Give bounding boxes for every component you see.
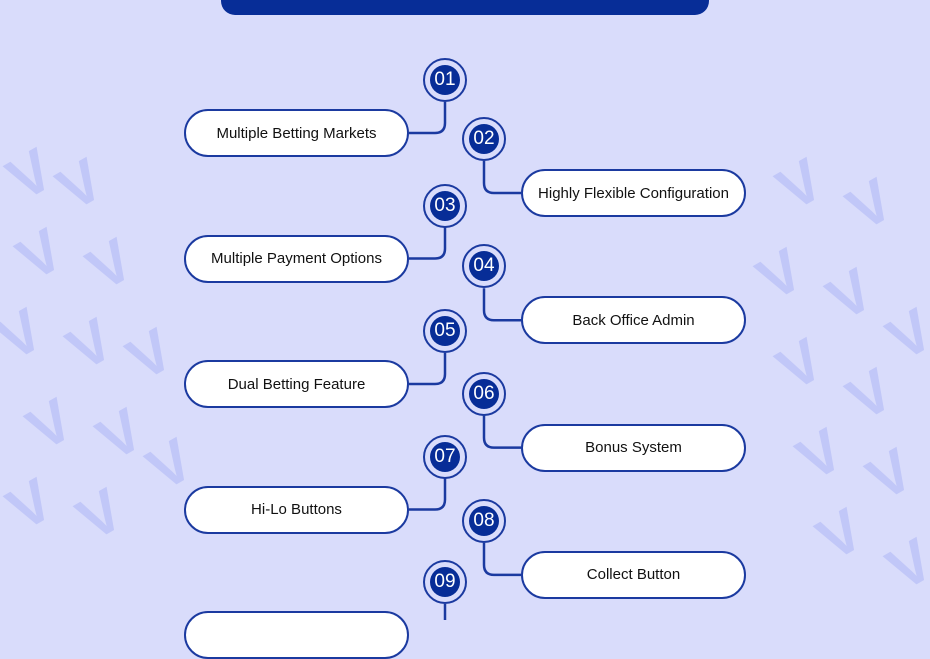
feature-label: Multiple Payment Options (211, 250, 382, 267)
step-number-badge: 06 (462, 371, 506, 416)
connector-line (409, 227, 447, 260)
connector-line (409, 353, 447, 386)
feature-label-pill: Collect Button (521, 550, 746, 599)
connector-line (409, 102, 447, 135)
connector-line (482, 542, 521, 577)
feature-label: Multiple Betting Markets (216, 124, 377, 142)
step-number-badge: 07 (423, 434, 467, 479)
feature-label-pill: Hi-Lo Buttons (184, 485, 409, 534)
feature-label: Highly Flexible Configuration (538, 184, 729, 202)
step-number: 02 (469, 124, 499, 154)
step-number-badge: 08 (462, 498, 506, 543)
step-number: 03 (430, 190, 460, 221)
feature-label-pill: Dual Betting Feature (184, 360, 409, 408)
feature-label-pill: Highly Flexible Configuration (521, 169, 746, 217)
feature-label: Dual Betting Feature (227, 375, 366, 393)
header-banner (221, 0, 709, 15)
feature-label-pill: Multiple Payment Options (184, 234, 409, 283)
step-number-badge: 09 (423, 560, 467, 604)
feature-label: Collect Button (586, 566, 681, 584)
step-number-badge: 02 (462, 117, 506, 161)
feature-label: Bonus System (585, 439, 682, 457)
step-number-badge: 01 (423, 58, 467, 102)
feature-label-pill: Back Office Admin (521, 296, 746, 345)
step-number: 06 (469, 378, 499, 409)
step-number-badge: 03 (423, 183, 467, 228)
feature-label-pill: Bonus System (521, 423, 746, 472)
step-number-badge: 04 (462, 244, 506, 289)
step-number: 04 (469, 251, 499, 282)
connector-line (482, 288, 521, 322)
step-number: 09 (430, 567, 460, 597)
connector-lines (225, 69, 705, 620)
step-number: 05 (430, 316, 460, 346)
connector-line (443, 604, 447, 620)
step-number: 07 (430, 441, 460, 472)
step-number: 08 (469, 505, 499, 536)
step-number-badge: 05 (423, 309, 467, 353)
connector-line (409, 478, 447, 511)
feature-label: Back Office Admin (572, 311, 695, 329)
feature-label-pill: Multiple Betting Markets (184, 109, 409, 157)
connector-line (482, 161, 521, 195)
feature-label: Hi-Lo Buttons (251, 501, 342, 518)
feature-label-pill (184, 611, 409, 659)
connector-line (482, 415, 521, 449)
step-number: 01 (430, 65, 460, 95)
